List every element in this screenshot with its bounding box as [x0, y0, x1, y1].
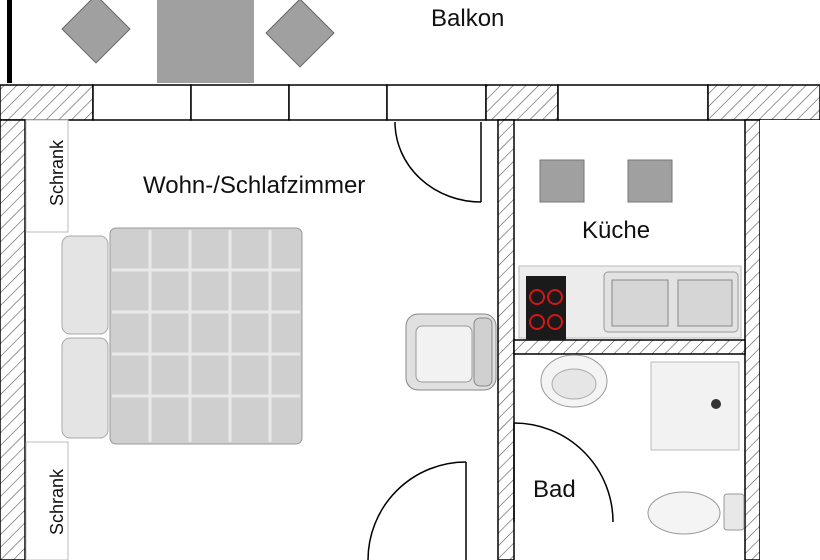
window — [190, 84, 290, 121]
pillow — [61, 337, 109, 439]
right-wall — [744, 119, 761, 560]
armchair — [405, 313, 497, 391]
balcony-left-edge — [7, 0, 12, 83]
duvet — [109, 227, 303, 445]
balcony-chair-left — [61, 0, 131, 64]
toilet-tank — [723, 493, 745, 531]
wardrobe-top — [25, 119, 69, 233]
door-living-top — [394, 121, 482, 203]
burner — [529, 289, 545, 305]
window — [386, 84, 487, 121]
top-wall — [0, 84, 820, 121]
shower-tray — [650, 361, 740, 451]
window — [288, 84, 388, 121]
wardrobe-bottom — [25, 441, 69, 560]
balcony-label: Balkon — [431, 5, 505, 32]
partition-wall — [497, 119, 515, 560]
living-room-label: Wohn-/Schlafzimmer — [143, 172, 366, 199]
kitchen-label: Küche — [582, 217, 651, 244]
shower-drain — [711, 399, 721, 409]
window — [557, 84, 709, 121]
door-bath — [513, 422, 614, 523]
balcony-area — [7, 0, 335, 83]
left-wall — [0, 119, 26, 560]
burner — [529, 314, 545, 330]
window — [92, 84, 192, 121]
cooktop — [526, 276, 566, 340]
toilet-bowl — [647, 491, 721, 535]
burner — [547, 314, 563, 330]
bathroom-area — [540, 354, 745, 535]
balcony-table — [157, 0, 254, 83]
wardrobe-bottom-label: Schrank — [47, 468, 67, 536]
bathroom-label: Bad — [533, 476, 576, 503]
balcony-chair-right — [265, 0, 335, 68]
kitchen-bath-wall — [513, 339, 746, 355]
pillow — [61, 235, 109, 335]
burner — [547, 289, 563, 305]
kitchen-area — [518, 159, 742, 340]
double-bed — [61, 227, 303, 445]
stool — [539, 159, 585, 203]
wardrobe-top-label: Schrank — [47, 139, 67, 207]
door-living-bottom — [367, 461, 467, 560]
stool — [627, 159, 673, 203]
